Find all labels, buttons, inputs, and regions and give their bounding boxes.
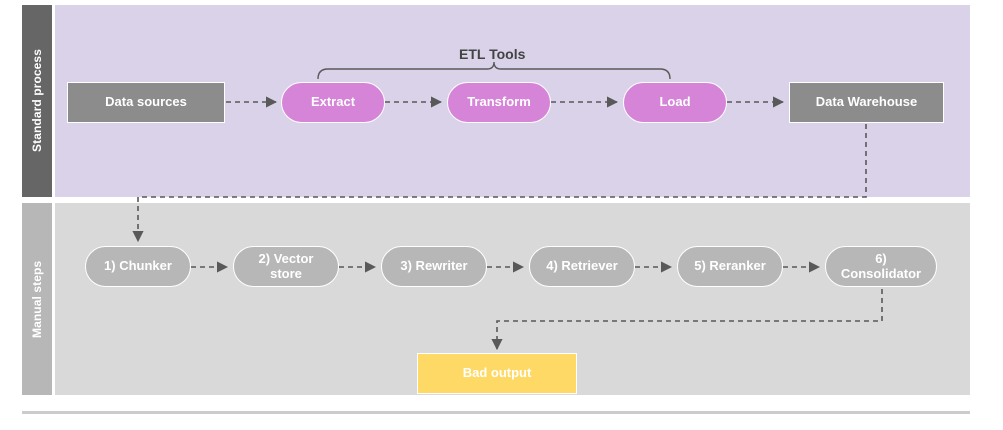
node-bad-output[interactable]: Bad output — [417, 353, 577, 394]
lane-label-manual-steps: Manual steps — [22, 203, 52, 395]
node-retriever[interactable]: 4) Retriever — [529, 246, 635, 287]
node-transform[interactable]: Transform — [447, 82, 551, 123]
node-consolidator[interactable]: 6)Consolidator — [825, 246, 937, 287]
node-data-sources[interactable]: Data sources — [67, 82, 225, 123]
footer-divider — [22, 411, 970, 414]
node-extract[interactable]: Extract — [281, 82, 385, 123]
node-chunker[interactable]: 1) Chunker — [85, 246, 191, 287]
node-rewriter[interactable]: 3) Rewriter — [381, 246, 487, 287]
node-reranker[interactable]: 5) Reranker — [677, 246, 783, 287]
node-load[interactable]: Load — [623, 82, 727, 123]
lane-label-standard-process: Standard process — [22, 5, 52, 197]
node-data-warehouse[interactable]: Data Warehouse — [789, 82, 944, 123]
etl-tools-label: ETL Tools — [459, 46, 526, 62]
